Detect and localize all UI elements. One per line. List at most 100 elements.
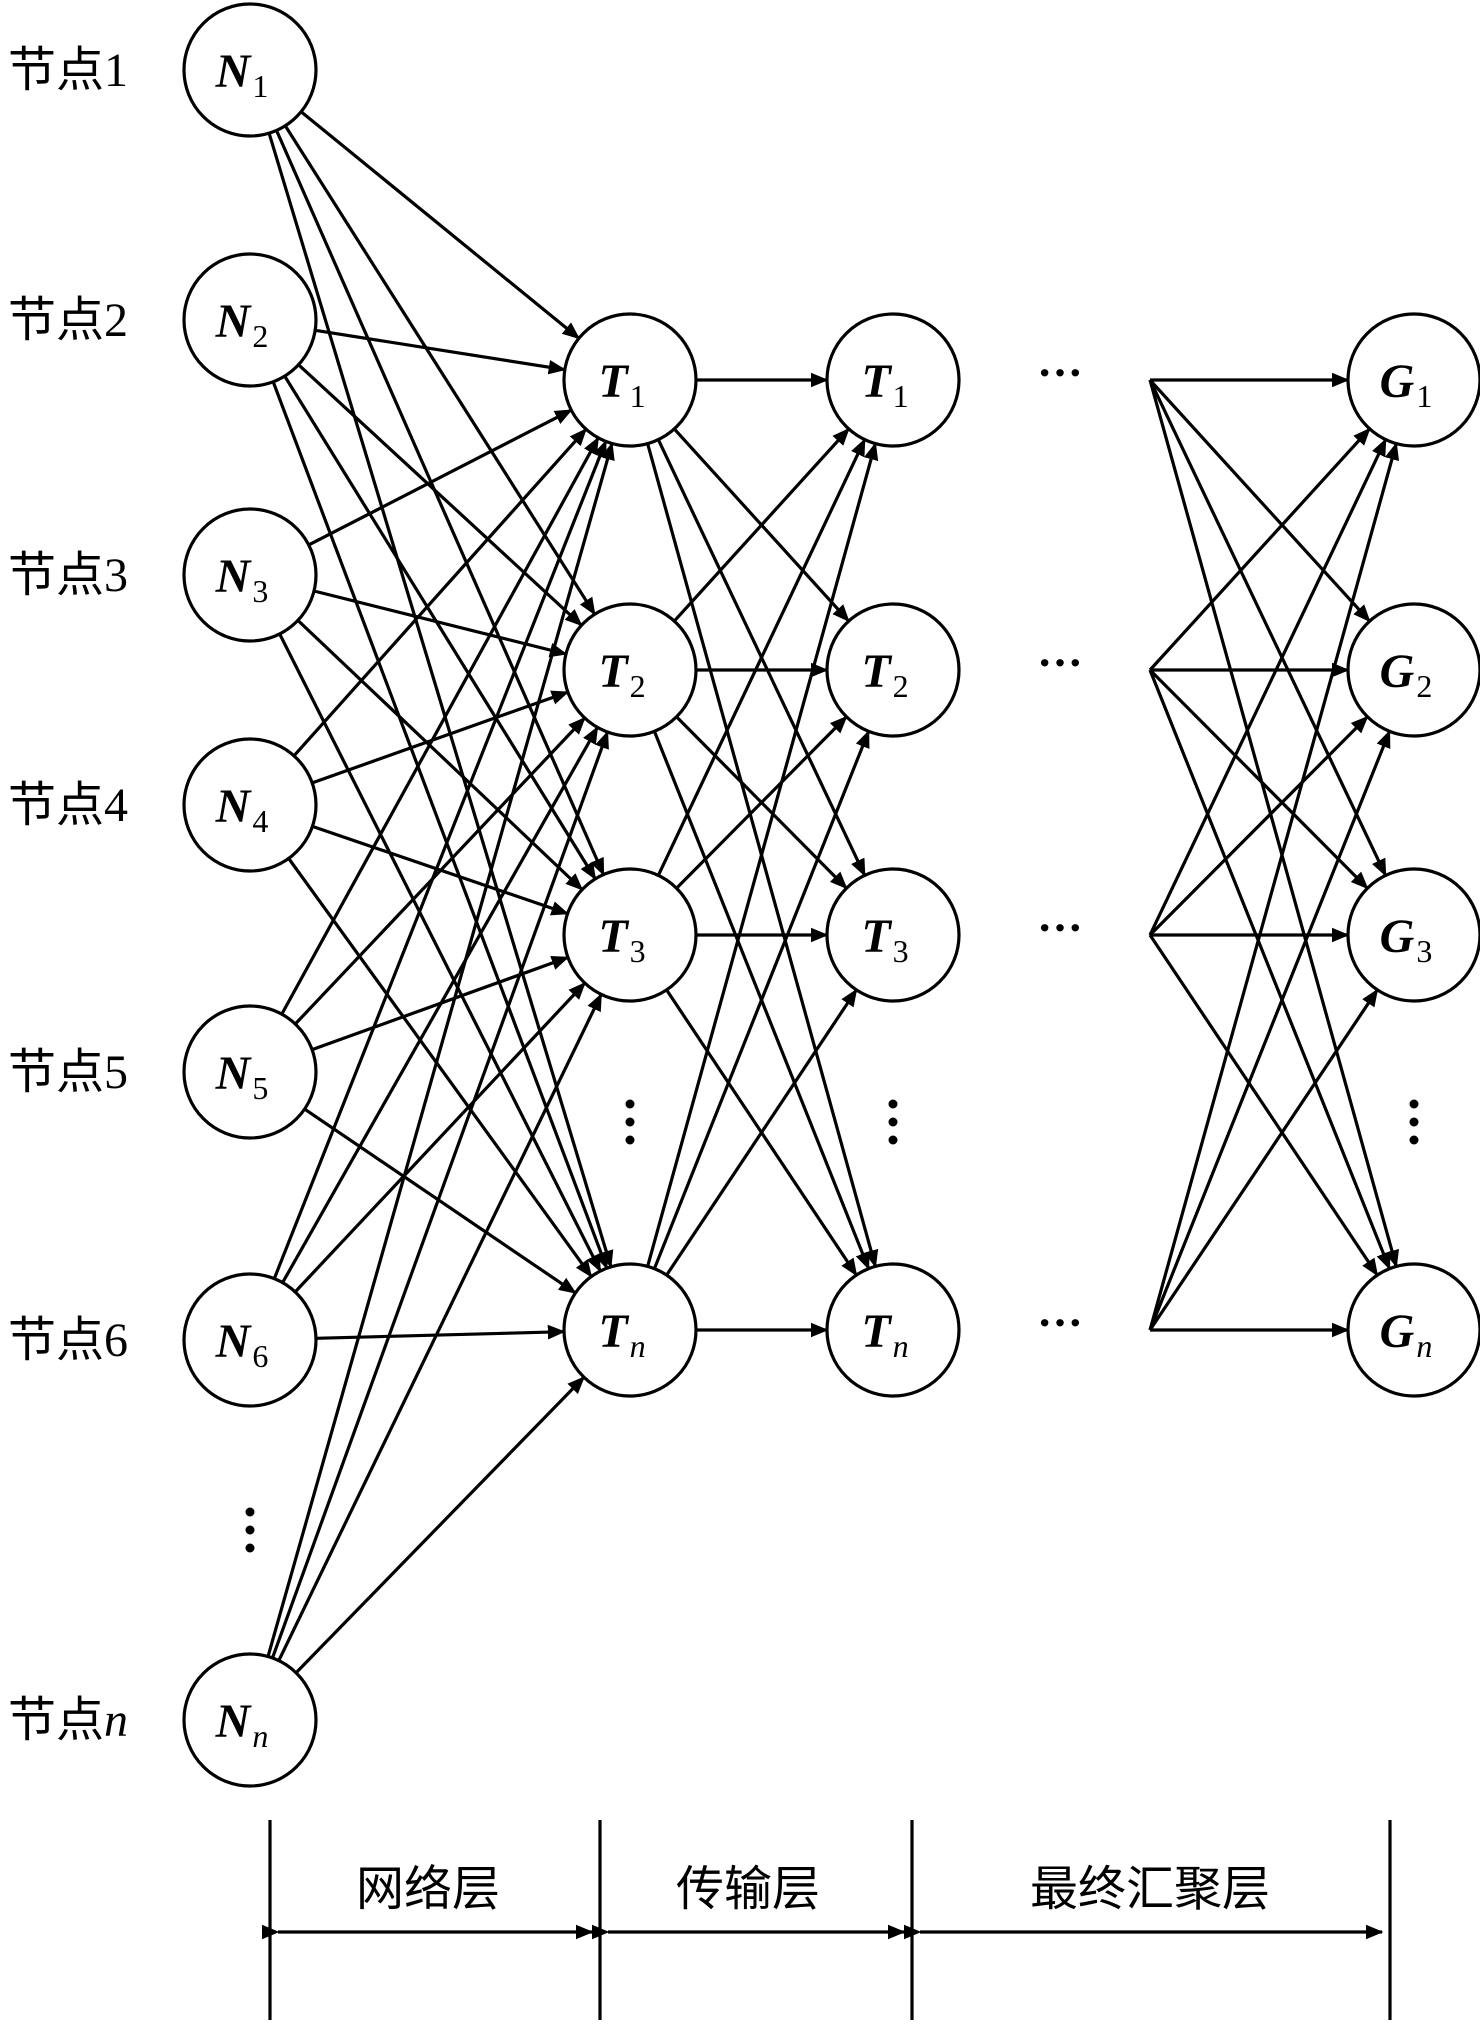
network-node-6-subscript: 6	[252, 1338, 268, 1374]
vertical-ellipsis-transport-a-dot-1	[625, 1099, 635, 1109]
vertical-ellipsis-sink-dot-2	[1409, 1117, 1419, 1127]
row-label-5: 节点5	[8, 1046, 128, 1099]
sink-node-4-subscript: n	[1416, 1328, 1432, 1364]
edge-n7-ta2	[270, 730, 610, 1659]
edge-n5-ta2	[294, 716, 586, 1026]
ellipsis-row-2: ···	[1037, 637, 1083, 688]
edge-fan2-g3	[1148, 668, 1369, 890]
sink-node-1-circle	[1346, 312, 1480, 448]
edge-n4-ta2	[311, 690, 570, 785]
edge-fan3-g1	[1148, 438, 1388, 936]
row-label-1: 节点1	[8, 44, 128, 97]
edges-group	[266, 110, 1400, 1674]
edge-ta4-tb1	[646, 442, 879, 1267]
network-node-4-subscript: 4	[252, 803, 268, 839]
ellipsis-row-1: ···	[1037, 347, 1083, 398]
network-node-3-circle	[182, 507, 318, 643]
edge-n3-ta4	[278, 633, 602, 1273]
transport-layer-label: 传输层	[676, 1863, 820, 1916]
transport-node-b-3: T3	[825, 867, 961, 1003]
transport-node-b-2: T2	[825, 602, 961, 738]
transport-node-b-2-label: T2	[861, 645, 908, 704]
transport-node-a-1-circle	[562, 312, 698, 448]
ellipsis-row-3: ···	[1037, 902, 1083, 953]
edge-ta3-tb2	[675, 715, 848, 890]
network-layer-label: 网络层	[356, 1863, 500, 1916]
vertical-ellipsis-network-dot-3	[245, 1543, 255, 1553]
transport-node-a-1-label: T1	[598, 355, 645, 414]
vertical-ellipsis-sink-dot-3	[1409, 1135, 1419, 1145]
edge-fan4-g1	[1148, 442, 1400, 1331]
transport-node-b-4-circle	[825, 1262, 961, 1398]
vertical-ellipsis-network-dot-1	[245, 1507, 255, 1517]
transport-node-a-4: Tn	[562, 1262, 698, 1398]
sink-node-3-circle	[1346, 867, 1480, 1003]
network-node-4-circle	[182, 737, 318, 873]
edge-n5-ta1	[280, 436, 600, 1015]
edge-fan2-g4	[1148, 669, 1391, 1271]
network-node-2: N2	[182, 252, 318, 388]
vertical-ellipsis-network	[245, 1507, 255, 1553]
edge-n6-ta2	[281, 726, 599, 1284]
network-node-7: Nn	[182, 1652, 318, 1788]
vertical-ellipsis-transport-a	[625, 1099, 635, 1145]
edge-ta4-tb2	[652, 729, 871, 1270]
continuation-dots: ··· ··· ··· ···	[245, 347, 1419, 1553]
transport-node-a-3-subscript: 3	[630, 933, 646, 969]
network-node-3-label: N3	[215, 550, 269, 609]
edge-fan2-g1	[1148, 427, 1371, 672]
row-label-7: 节点n	[8, 1694, 128, 1747]
network-node-4: N4	[182, 737, 318, 873]
transport-node-b-1: T1	[825, 312, 961, 448]
row-label-4: 节点4	[8, 779, 128, 832]
row-label-2: 节点2	[8, 294, 128, 347]
network-node-1-circle	[182, 2, 318, 138]
edge-n2-ta2	[297, 363, 583, 627]
edge-n6-ta3	[294, 982, 586, 1293]
row-label-3: 节点3	[8, 549, 128, 602]
vertical-ellipsis-transport-b-dot-2	[888, 1117, 898, 1127]
transport-node-a-1: T1	[562, 312, 698, 448]
edge-fan1-g3	[1148, 379, 1388, 877]
transport-node-a-2-circle	[562, 602, 698, 738]
vertical-ellipsis-transport-b-dot-3	[888, 1135, 898, 1145]
network-node-6: N6	[182, 1272, 318, 1408]
vertical-ellipsis-transport-b	[888, 1099, 898, 1145]
network-node-2-circle	[182, 252, 318, 388]
edge-n7-ta3	[277, 993, 603, 1662]
layer-bracket: 网络层 传输层 最终汇聚层	[261, 1820, 1392, 2020]
row-label-6-index: 6	[104, 1314, 128, 1367]
vertical-ellipsis-transport-a-dot-2	[625, 1117, 635, 1127]
vertical-ellipsis-sink	[1409, 1099, 1419, 1145]
network-node-5: N5	[182, 1004, 318, 1140]
transport-node-a-3-circle	[562, 867, 698, 1003]
transport-node-b-3-circle	[825, 867, 961, 1003]
edge-n7-ta4	[294, 1376, 586, 1674]
transport-node-a-3: T3	[562, 867, 698, 1003]
ellipsis-row-4: ···	[1037, 1297, 1083, 1348]
transport-node-b-4-subscript: n	[893, 1328, 909, 1364]
edge-n1-ta4	[267, 132, 614, 1269]
row-label-5-index: 5	[104, 1046, 128, 1099]
edge-n3-ta2	[313, 589, 568, 658]
vertical-ellipsis-network-dot-2	[245, 1525, 255, 1535]
row-label-7-index: n	[104, 1694, 128, 1747]
sink-node-4: Gn	[1346, 1262, 1480, 1398]
transport-node-b-1-subscript: 1	[893, 378, 909, 414]
vertical-ellipsis-transport-a-dot-3	[625, 1135, 635, 1145]
edge-n1-ta1	[300, 110, 581, 340]
row-label-2-index: 2	[104, 294, 128, 347]
edge-n6-ta1	[272, 440, 608, 1280]
row-label-4-index: 4	[104, 779, 128, 832]
edge-ta3-tb1	[656, 438, 867, 877]
edge-n2-ta4	[271, 381, 609, 1270]
edge-n5-ta4	[303, 1107, 577, 1295]
edge-ta2-tb1	[673, 427, 850, 623]
network-node-5-circle	[182, 1004, 318, 1140]
edge-n1-ta3	[275, 129, 605, 876]
transport-node-b-4: Tn	[825, 1262, 961, 1398]
edge-fan3-g2	[1148, 715, 1369, 937]
edge-fan1-g2	[1148, 378, 1371, 623]
row-label-3-index: 3	[104, 549, 128, 602]
